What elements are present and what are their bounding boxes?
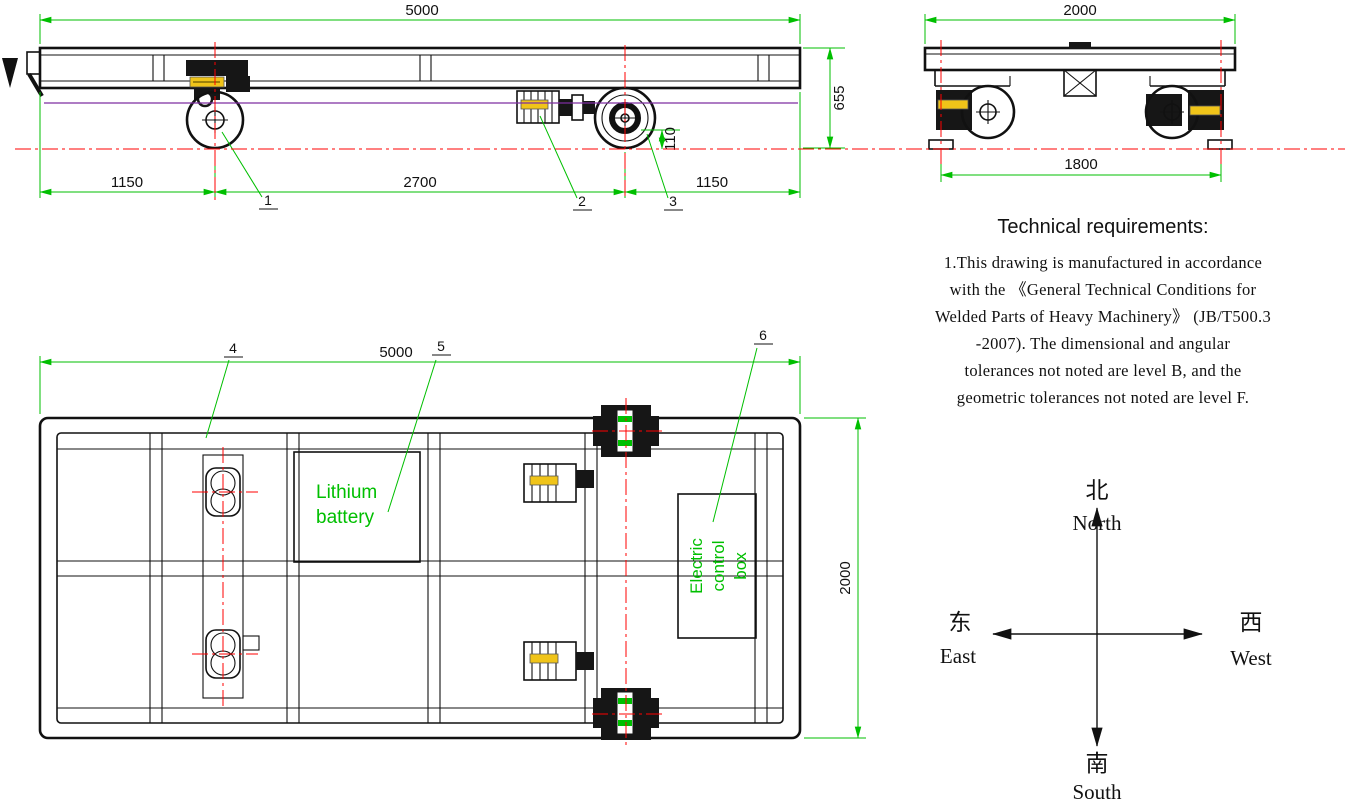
control-label-line1: Electric (687, 538, 706, 594)
tech-requirements-line: with the 《General Technical Conditions f… (949, 280, 1257, 299)
side-dim-mid-text: 2700 (403, 174, 436, 191)
motor-label (520, 99, 549, 110)
plan-dim-length-text: 5000 (379, 344, 412, 361)
centerlines (15, 40, 1345, 200)
motor-label (1189, 105, 1221, 116)
compass-east-en: East (940, 644, 976, 668)
plan-dim-length (39, 356, 801, 414)
plan-drive-bottom (523, 641, 659, 740)
plan-centerlines (192, 398, 662, 748)
end-wheel-right (1144, 84, 1233, 150)
plan-battery-box (293, 451, 421, 563)
side-motor-drive (516, 90, 595, 124)
tech-requirements-line: 1.This drawing is manufactured in accord… (943, 253, 1263, 272)
side-dim-clearance (641, 129, 680, 150)
side-dim-height-text: 655 (831, 85, 848, 110)
tech-requirements-line: geometric tolerances not noted are level… (956, 388, 1250, 407)
motor-label (529, 653, 559, 664)
plan-drive-top (523, 405, 659, 503)
side-dim-height (803, 47, 845, 149)
battery-label-line2: battery (316, 507, 375, 528)
battery-label-line1: Lithium (316, 482, 377, 503)
compass-north-en: North (1073, 511, 1122, 535)
end-dim-width-text: 2000 (1063, 2, 1096, 19)
edge-fragment (2, 58, 18, 88)
callout-1-label: 1 (264, 192, 272, 208)
compass-north-zh: 北 (1086, 478, 1109, 504)
technical-requirements: Technical requirements: 1.This drawing i… (868, 216, 1338, 411)
side-coupler (26, 51, 44, 98)
compass-west-zh: 西 (1240, 610, 1263, 636)
end-dim-gauge-text: 1800 (1064, 156, 1097, 173)
plan-dim-width-text: 2000 (837, 561, 854, 594)
side-callouts: 1 2 3 (221, 115, 683, 211)
callout-3-label: 3 (669, 193, 677, 209)
callout-2-label: 2 (578, 193, 586, 209)
tech-requirements-line: tolerances not noted are level B, and th… (964, 361, 1242, 380)
compass-west-en: West (1230, 646, 1272, 670)
callout-5-label: 5 (437, 338, 445, 354)
motor-label (529, 475, 559, 486)
side-dim-left-text: 1150 (111, 174, 143, 191)
plan-control-box (677, 493, 757, 639)
compass: 北 North 南 South 东 East 西 West (940, 478, 1272, 801)
side-body (38, 46, 802, 90)
end-deck (923, 42, 1237, 97)
callout-4-label: 4 (229, 340, 237, 356)
motor-label (937, 99, 969, 110)
side-dim-total-text: 5000 (405, 2, 438, 19)
side-dim-clearance-text: 110 (662, 127, 679, 151)
tech-requirements-title: Technical requirements: (997, 216, 1209, 238)
callout-6-label: 6 (759, 327, 767, 343)
side-dim-total (39, 14, 801, 44)
compass-south-zh: 南 (1086, 751, 1109, 777)
control-label-line3: box (731, 552, 750, 580)
side-view: 5000 (2, 2, 848, 211)
plan-callouts: 4 5 6 (205, 327, 773, 523)
tech-requirements-line: Welded Parts of Heavy Machinery》 (JB/T50… (935, 307, 1271, 326)
end-view: 2000 (923, 2, 1237, 182)
end-wheel-left (928, 84, 1016, 150)
control-label-line2: control (709, 540, 728, 591)
plan-view: 5000 (38, 327, 866, 748)
compass-south-en: South (1072, 780, 1122, 801)
plan-frame (38, 416, 802, 740)
side-dim-right-text: 1150 (696, 174, 728, 191)
end-dim-width (924, 14, 1236, 44)
plan-dim-width (804, 417, 866, 739)
compass-east-zh: 东 (949, 610, 972, 636)
tech-requirements-line: -2007). The dimensional and angular (975, 334, 1231, 353)
